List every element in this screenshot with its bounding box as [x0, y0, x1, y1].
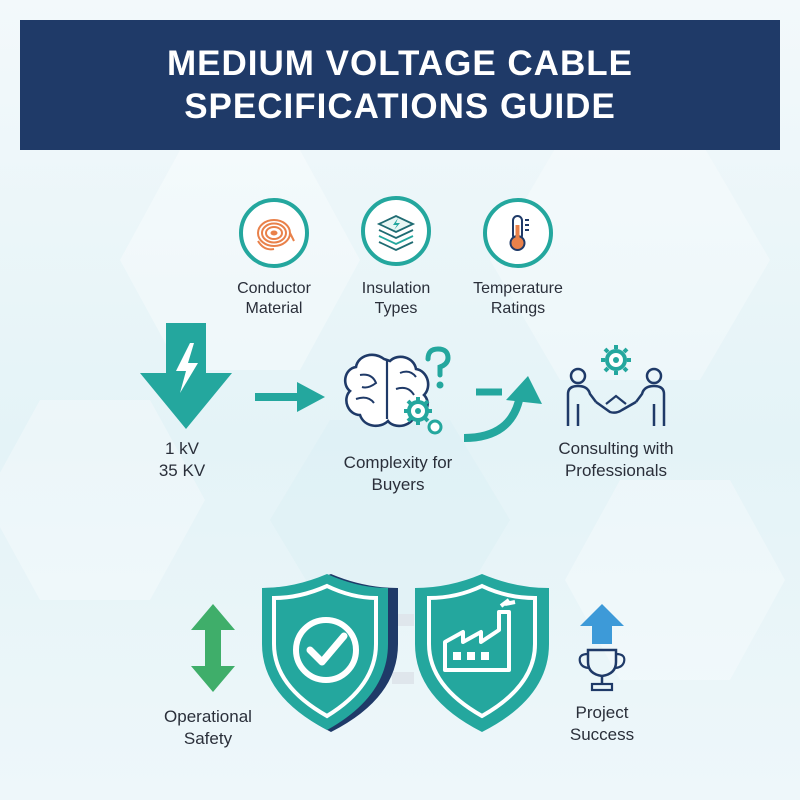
- complexity-line-1: Complexity for: [343, 453, 453, 472]
- insulation-label-line-1: Insulation: [361, 280, 431, 297]
- safety-line-2: Safety: [183, 729, 233, 748]
- title-banner: MEDIUM VOLTAGE CABLE SPECIFICATIONS GUID…: [20, 20, 780, 150]
- consulting-line-1: Consulting with: [558, 439, 674, 458]
- insulation-types-label: Insulation Types: [336, 279, 456, 319]
- insulation-layers-icon: [361, 196, 431, 266]
- cable-coil-icon: [239, 198, 309, 268]
- right-arrow-icon: [255, 382, 325, 412]
- factory-shield-icon: [415, 574, 549, 732]
- success-line-1: Project: [575, 703, 629, 722]
- voltage-line-2: 35 KV: [158, 461, 206, 480]
- voltage-down-arrow-icon: [140, 323, 232, 429]
- curved-arrow-icon: [463, 376, 542, 442]
- checkmark-shield-icon: [262, 574, 398, 732]
- shield-connector-bottom: [392, 672, 414, 684]
- conductor-material-label: Conductor Material: [214, 279, 334, 319]
- conductor-label-line-2: Material: [245, 300, 303, 317]
- handshake-people-gear-icon: [566, 345, 666, 426]
- operational-safety-label: Operational Safety: [148, 706, 268, 750]
- project-success-label: Project Success: [542, 702, 662, 746]
- temperature-label-line-2: Ratings: [490, 300, 546, 317]
- title-line-2: SPECIFICATIONS GUIDE: [184, 87, 616, 126]
- conductor-label-line-1: Conductor: [237, 280, 311, 297]
- insulation-label-line-2: Types: [374, 300, 418, 317]
- complexity-line-2: Buyers: [371, 475, 425, 494]
- temperature-ratings-label: Temperature Ratings: [458, 279, 578, 319]
- consulting-line-2: Professionals: [564, 461, 668, 480]
- success-line-2: Success: [569, 725, 635, 744]
- up-down-arrow-icon: [191, 604, 235, 692]
- voltage-line-1: 1 kV: [164, 439, 200, 458]
- brain-gears-question-icon: [343, 346, 451, 435]
- title-line-1: MEDIUM VOLTAGE CABLE: [167, 44, 633, 83]
- safety-line-1: Operational: [164, 707, 252, 726]
- voltage-range-label: 1 kV 35 KV: [132, 438, 232, 482]
- thermometer-icon: [483, 198, 553, 268]
- temperature-label-line-1: Temperature: [473, 280, 563, 297]
- trophy-up-arrow-icon: [578, 604, 626, 692]
- complexity-label: Complexity for Buyers: [318, 452, 478, 496]
- consulting-label: Consulting with Professionals: [541, 438, 691, 482]
